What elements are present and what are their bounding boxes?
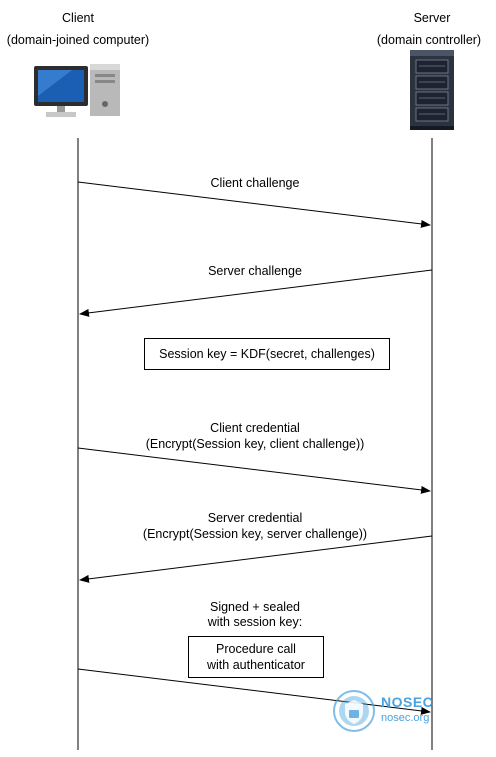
server-name: Server <box>413 11 451 25</box>
nosec-logo-icon <box>332 689 376 733</box>
procedure-call-line1: Procedure call <box>216 642 296 656</box>
label-client-challenge: Client challenge <box>210 176 300 190</box>
label-signed-sealed-line2: with session key: <box>207 615 303 629</box>
arrow-server-challenge <box>79 269 433 317</box>
label-server-credential-line1: Server credential <box>207 511 303 525</box>
arrow-client-credential <box>77 447 431 494</box>
label-server-credential-line2: (Encrypt(Session key, server challenge)) <box>142 527 368 541</box>
watermark-title: NOSEC <box>381 694 434 710</box>
session-key-note: Session key = KDF(secret, challenges) <box>144 338 390 370</box>
server-rack-icon <box>408 50 456 132</box>
client-name: Client <box>62 11 94 25</box>
watermark-subtitle: nosec.org <box>381 712 430 724</box>
label-client-credential-line2: (Encrypt(Session key, client challenge)) <box>145 437 365 451</box>
label-client-credential-line1: Client credential <box>210 421 300 435</box>
server-subtitle: (domain controller) <box>376 33 482 47</box>
arrow-client-challenge <box>77 181 431 228</box>
desktop-computer-icon <box>32 62 124 122</box>
label-server-challenge: Server challenge <box>208 264 302 278</box>
procedure-call-note: Procedure call with authenticator <box>188 636 324 678</box>
procedure-call-line2: with authenticator <box>207 658 305 672</box>
label-signed-sealed-line1: Signed + sealed <box>209 600 300 614</box>
client-subtitle: (domain-joined computer) <box>6 33 150 47</box>
arrow-server-credential <box>79 535 433 583</box>
arrow-signed-sealed-call <box>77 668 431 715</box>
